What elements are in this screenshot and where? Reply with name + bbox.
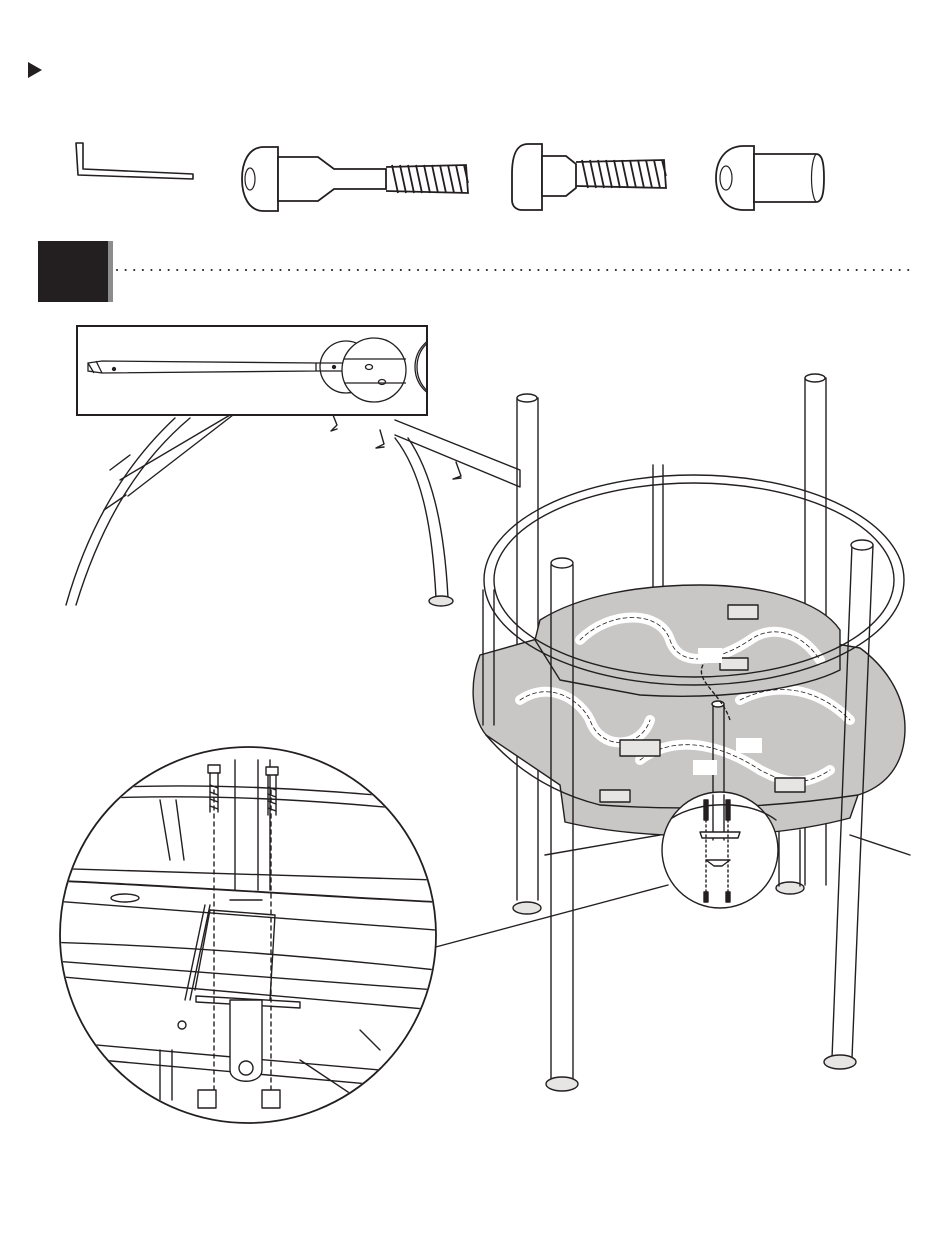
swing-frame: [66, 415, 520, 606]
zoom-circle-small: [662, 792, 778, 908]
zoom-leader-line: [432, 885, 668, 948]
callout-label-b: [736, 738, 762, 753]
callout-label-a: [698, 648, 722, 663]
callout-label-c: [693, 760, 717, 775]
upper-deck: [535, 585, 840, 696]
inset-detail-box: [76, 325, 428, 417]
